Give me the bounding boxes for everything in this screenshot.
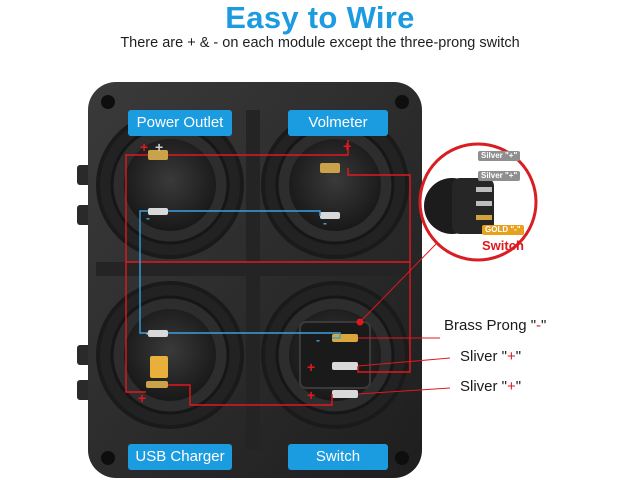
plus-symbol: + (507, 348, 516, 365)
usb-port (150, 356, 168, 378)
prong (320, 212, 340, 219)
inset-switch-label: Switch (482, 238, 524, 253)
frame-bar (246, 110, 260, 450)
side-bump (77, 165, 91, 185)
voltmeter-socket (261, 111, 409, 259)
callout-text: Sliver " (460, 348, 507, 365)
mount-hole (101, 95, 115, 109)
prong (148, 330, 168, 337)
sliver-callout-1: Sliver "+" (460, 348, 521, 365)
page-title: Easy to Wire (225, 0, 415, 35)
mount-hole (395, 451, 409, 465)
voltmeter-label: Volmeter (288, 110, 388, 136)
switch-label: Switch (288, 444, 388, 470)
inset-silver-label-1: Silver "+" (478, 151, 521, 161)
switch-socket (261, 281, 409, 429)
page-subtitle: There are + & - on each module except th… (120, 35, 520, 51)
svg-text:+: + (140, 139, 148, 155)
usb-charger-socket (96, 281, 244, 429)
sliver-callout-2: Sliver "+" (460, 378, 521, 395)
prong (148, 208, 168, 215)
power-outlet-label: Power Outlet (128, 110, 232, 136)
inset-pointer (359, 243, 437, 323)
svg-text:+: + (307, 387, 315, 403)
prong (320, 163, 340, 173)
svg-text:-: - (316, 333, 320, 347)
svg-text:-: - (146, 211, 150, 225)
prong (146, 381, 168, 388)
positive-wires (125, 140, 411, 406)
prong (332, 334, 358, 342)
mount-hole (395, 95, 409, 109)
mount-hole (101, 451, 115, 465)
svg-text:+: + (343, 138, 351, 154)
prong (332, 390, 358, 398)
usb-charger-label: USB Charger (128, 444, 232, 470)
negative-wires (139, 210, 341, 339)
prong (332, 362, 358, 370)
callout-text: Sliver " (460, 378, 507, 395)
svg-text:+: + (138, 390, 146, 406)
callout-text: Brass Prong " (444, 317, 537, 334)
svg-text:-: - (146, 326, 150, 340)
callout-line (357, 387, 451, 395)
side-bump (77, 345, 91, 365)
inset-silver-label-2: Silver "+" (478, 171, 521, 181)
side-bump (77, 380, 91, 400)
callout-end: " (515, 348, 522, 365)
svg-text:+: + (307, 359, 315, 375)
inset-gold-label: GOLD "-" (482, 225, 524, 235)
minus-symbol: - (536, 317, 542, 334)
plus-symbol: + (507, 378, 516, 395)
power-outlet-socket (96, 111, 244, 259)
callout-end: " (515, 378, 522, 395)
svg-text:-: - (323, 216, 327, 230)
brass-prong-callout: Brass Prong "-" (444, 317, 546, 334)
prong (148, 150, 168, 160)
callout-line (357, 357, 451, 367)
callout-end: " (541, 317, 547, 334)
svg-text:+: + (155, 139, 163, 155)
side-bump (77, 205, 91, 225)
